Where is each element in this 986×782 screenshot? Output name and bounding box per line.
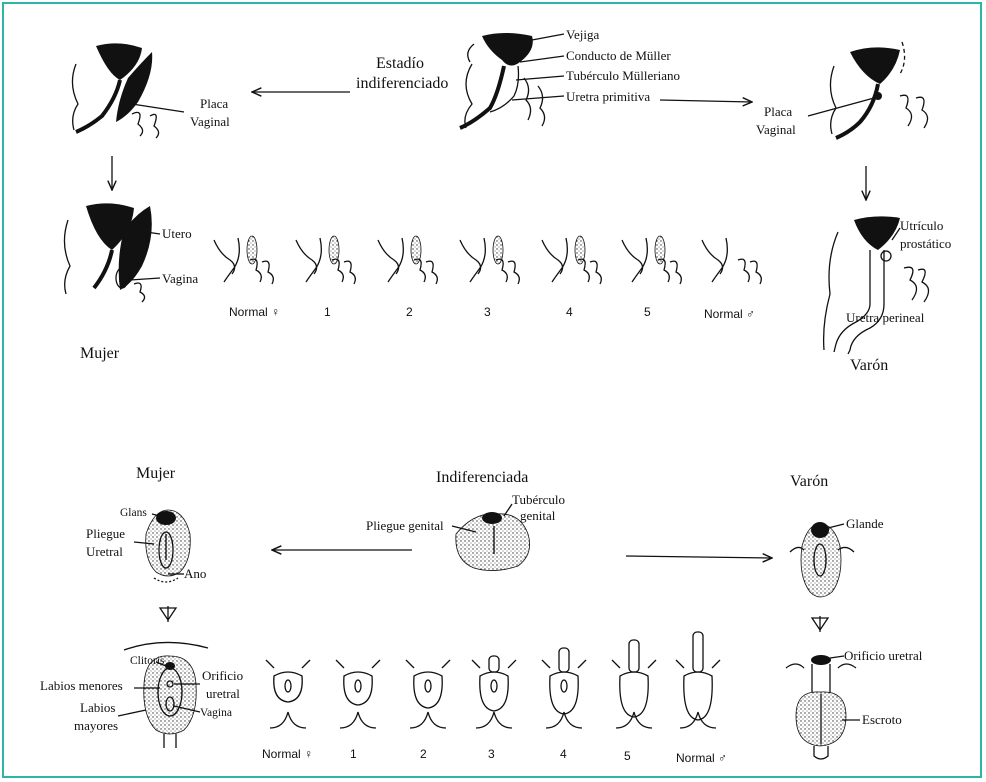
bottom-stage-label-5: 5 bbox=[624, 749, 631, 763]
top-stage-label-normal-m: Normal ♂ bbox=[704, 307, 755, 321]
left-placa-line1: Placa bbox=[200, 96, 228, 111]
top-stage-sketch bbox=[702, 238, 761, 284]
indifferent-stage-diagram bbox=[460, 33, 545, 128]
arrow-to-male-bottom bbox=[626, 556, 772, 558]
bottom-stage-sketch bbox=[266, 660, 310, 728]
leader-line bbox=[512, 96, 564, 100]
bottom-stage-label-3: 3 bbox=[488, 747, 495, 761]
top-stage-label-2: 2 bbox=[406, 305, 413, 319]
label-labios: Labios bbox=[80, 700, 115, 715]
label-uretral-2: uretral bbox=[206, 686, 240, 701]
label-uretra-perineal: Uretra perineal bbox=[846, 310, 925, 325]
male-early-diagram bbox=[830, 42, 927, 138]
arrow-to-male bbox=[660, 100, 752, 102]
top-stage-sketch bbox=[214, 236, 273, 284]
label-labios-menores: Labios menores bbox=[40, 678, 123, 693]
label-prostatico: prostático bbox=[900, 236, 951, 251]
leader-line bbox=[532, 34, 564, 40]
bottom-stage-sketch bbox=[676, 632, 720, 728]
bottom-stage-label-4: 4 bbox=[560, 747, 567, 761]
leader-line bbox=[828, 524, 844, 528]
leader-line bbox=[808, 98, 874, 116]
bottom-stage-sketch bbox=[612, 640, 656, 728]
bottom-stage-label-1: 1 bbox=[350, 747, 357, 761]
leader-line bbox=[132, 104, 184, 112]
label-vejiga: Vejiga bbox=[566, 27, 599, 42]
indiff-title-bottom: Indiferenciada bbox=[436, 469, 528, 486]
top-stage-label-3: 3 bbox=[484, 305, 491, 319]
indiff-title-line2: indiferenciado bbox=[356, 75, 448, 92]
diagram-canvas: Estadío indiferenciado Vejiga Conducto d… bbox=[4, 4, 984, 780]
top-stage-sketch bbox=[542, 236, 601, 284]
bottom-stage-label-normal-f: Normal ♀ bbox=[262, 747, 313, 761]
right-placa-line1: Placa bbox=[764, 104, 792, 119]
bottom-stage-sketch bbox=[336, 660, 380, 728]
female-adult-diagram bbox=[64, 203, 151, 302]
label-mayores: mayores bbox=[74, 718, 118, 733]
top-stage-label-5: 5 bbox=[644, 305, 651, 319]
bottom-stage-sketch bbox=[472, 656, 516, 728]
label-uretral: Uretral bbox=[86, 544, 123, 559]
top-stage-label-normal-f: Normal ♀ bbox=[229, 305, 280, 319]
label-clitoris: Clitoris bbox=[130, 655, 165, 667]
label-tuberculo-mulleriano: Tubérculo Mülleriano bbox=[566, 68, 680, 83]
label-escroto: Escroto bbox=[862, 712, 902, 727]
female-title-top: Mujer bbox=[80, 345, 120, 362]
top-stage-sketch bbox=[460, 236, 519, 284]
top-stage-row bbox=[214, 236, 761, 284]
leader-line bbox=[516, 76, 564, 80]
female-early-diagram bbox=[72, 43, 158, 138]
leader-line bbox=[118, 710, 146, 716]
label-orificio: Orificio bbox=[202, 668, 243, 683]
label-pliegue-genital: Pliegue genital bbox=[366, 518, 444, 533]
label-glans: Glans bbox=[120, 507, 147, 519]
top-stage-sketch bbox=[622, 236, 681, 284]
label-utriculo: Utrículo bbox=[900, 218, 943, 233]
top-stage-label-1: 1 bbox=[324, 305, 331, 319]
indiff-title-line1: Estadío bbox=[376, 55, 424, 72]
leader-line bbox=[504, 504, 512, 516]
leader-line bbox=[830, 656, 844, 658]
label-conducto-muller: Conducto de Müller bbox=[566, 48, 671, 63]
male-title-bottom: Varón bbox=[790, 473, 828, 490]
label-vagina: Vagina bbox=[162, 271, 198, 286]
top-stage-sketch bbox=[296, 236, 355, 284]
bottom-stage-row bbox=[266, 632, 720, 728]
label-orificio-uretral: Orificio uretral bbox=[844, 648, 923, 663]
top-stage-sketch bbox=[378, 236, 437, 284]
indifferent-genitalia bbox=[456, 512, 530, 571]
bottom-stage-sketch bbox=[406, 660, 450, 728]
bottom-stage-label-2: 2 bbox=[420, 747, 427, 761]
male-adult-genitalia bbox=[786, 655, 856, 759]
male-early-genitalia bbox=[790, 522, 854, 597]
top-stage-label-4: 4 bbox=[566, 305, 573, 319]
left-placa-line2: Vaginal bbox=[190, 114, 230, 129]
bottom-stage-label-normal-m: Normal ♂ bbox=[676, 751, 727, 765]
leader-line bbox=[130, 278, 160, 280]
label-ano: Ano bbox=[184, 566, 206, 581]
label-genital: genital bbox=[520, 508, 556, 523]
label-uretra-primitiva: Uretra primitiva bbox=[566, 89, 650, 104]
label-pliegue: Pliegue bbox=[86, 526, 125, 541]
female-title-bottom: Mujer bbox=[136, 465, 176, 482]
label-utero: Utero bbox=[162, 226, 192, 241]
leader-line bbox=[520, 56, 564, 62]
label-tuberculo: Tubérculo bbox=[512, 492, 565, 507]
bottom-stage-sketch bbox=[542, 648, 586, 728]
male-title-top: Varón bbox=[850, 357, 888, 374]
label-glande: Glande bbox=[846, 516, 884, 531]
right-placa-line2: Vaginal bbox=[756, 122, 796, 137]
label-vagina-bottom: Vagina bbox=[200, 707, 232, 719]
